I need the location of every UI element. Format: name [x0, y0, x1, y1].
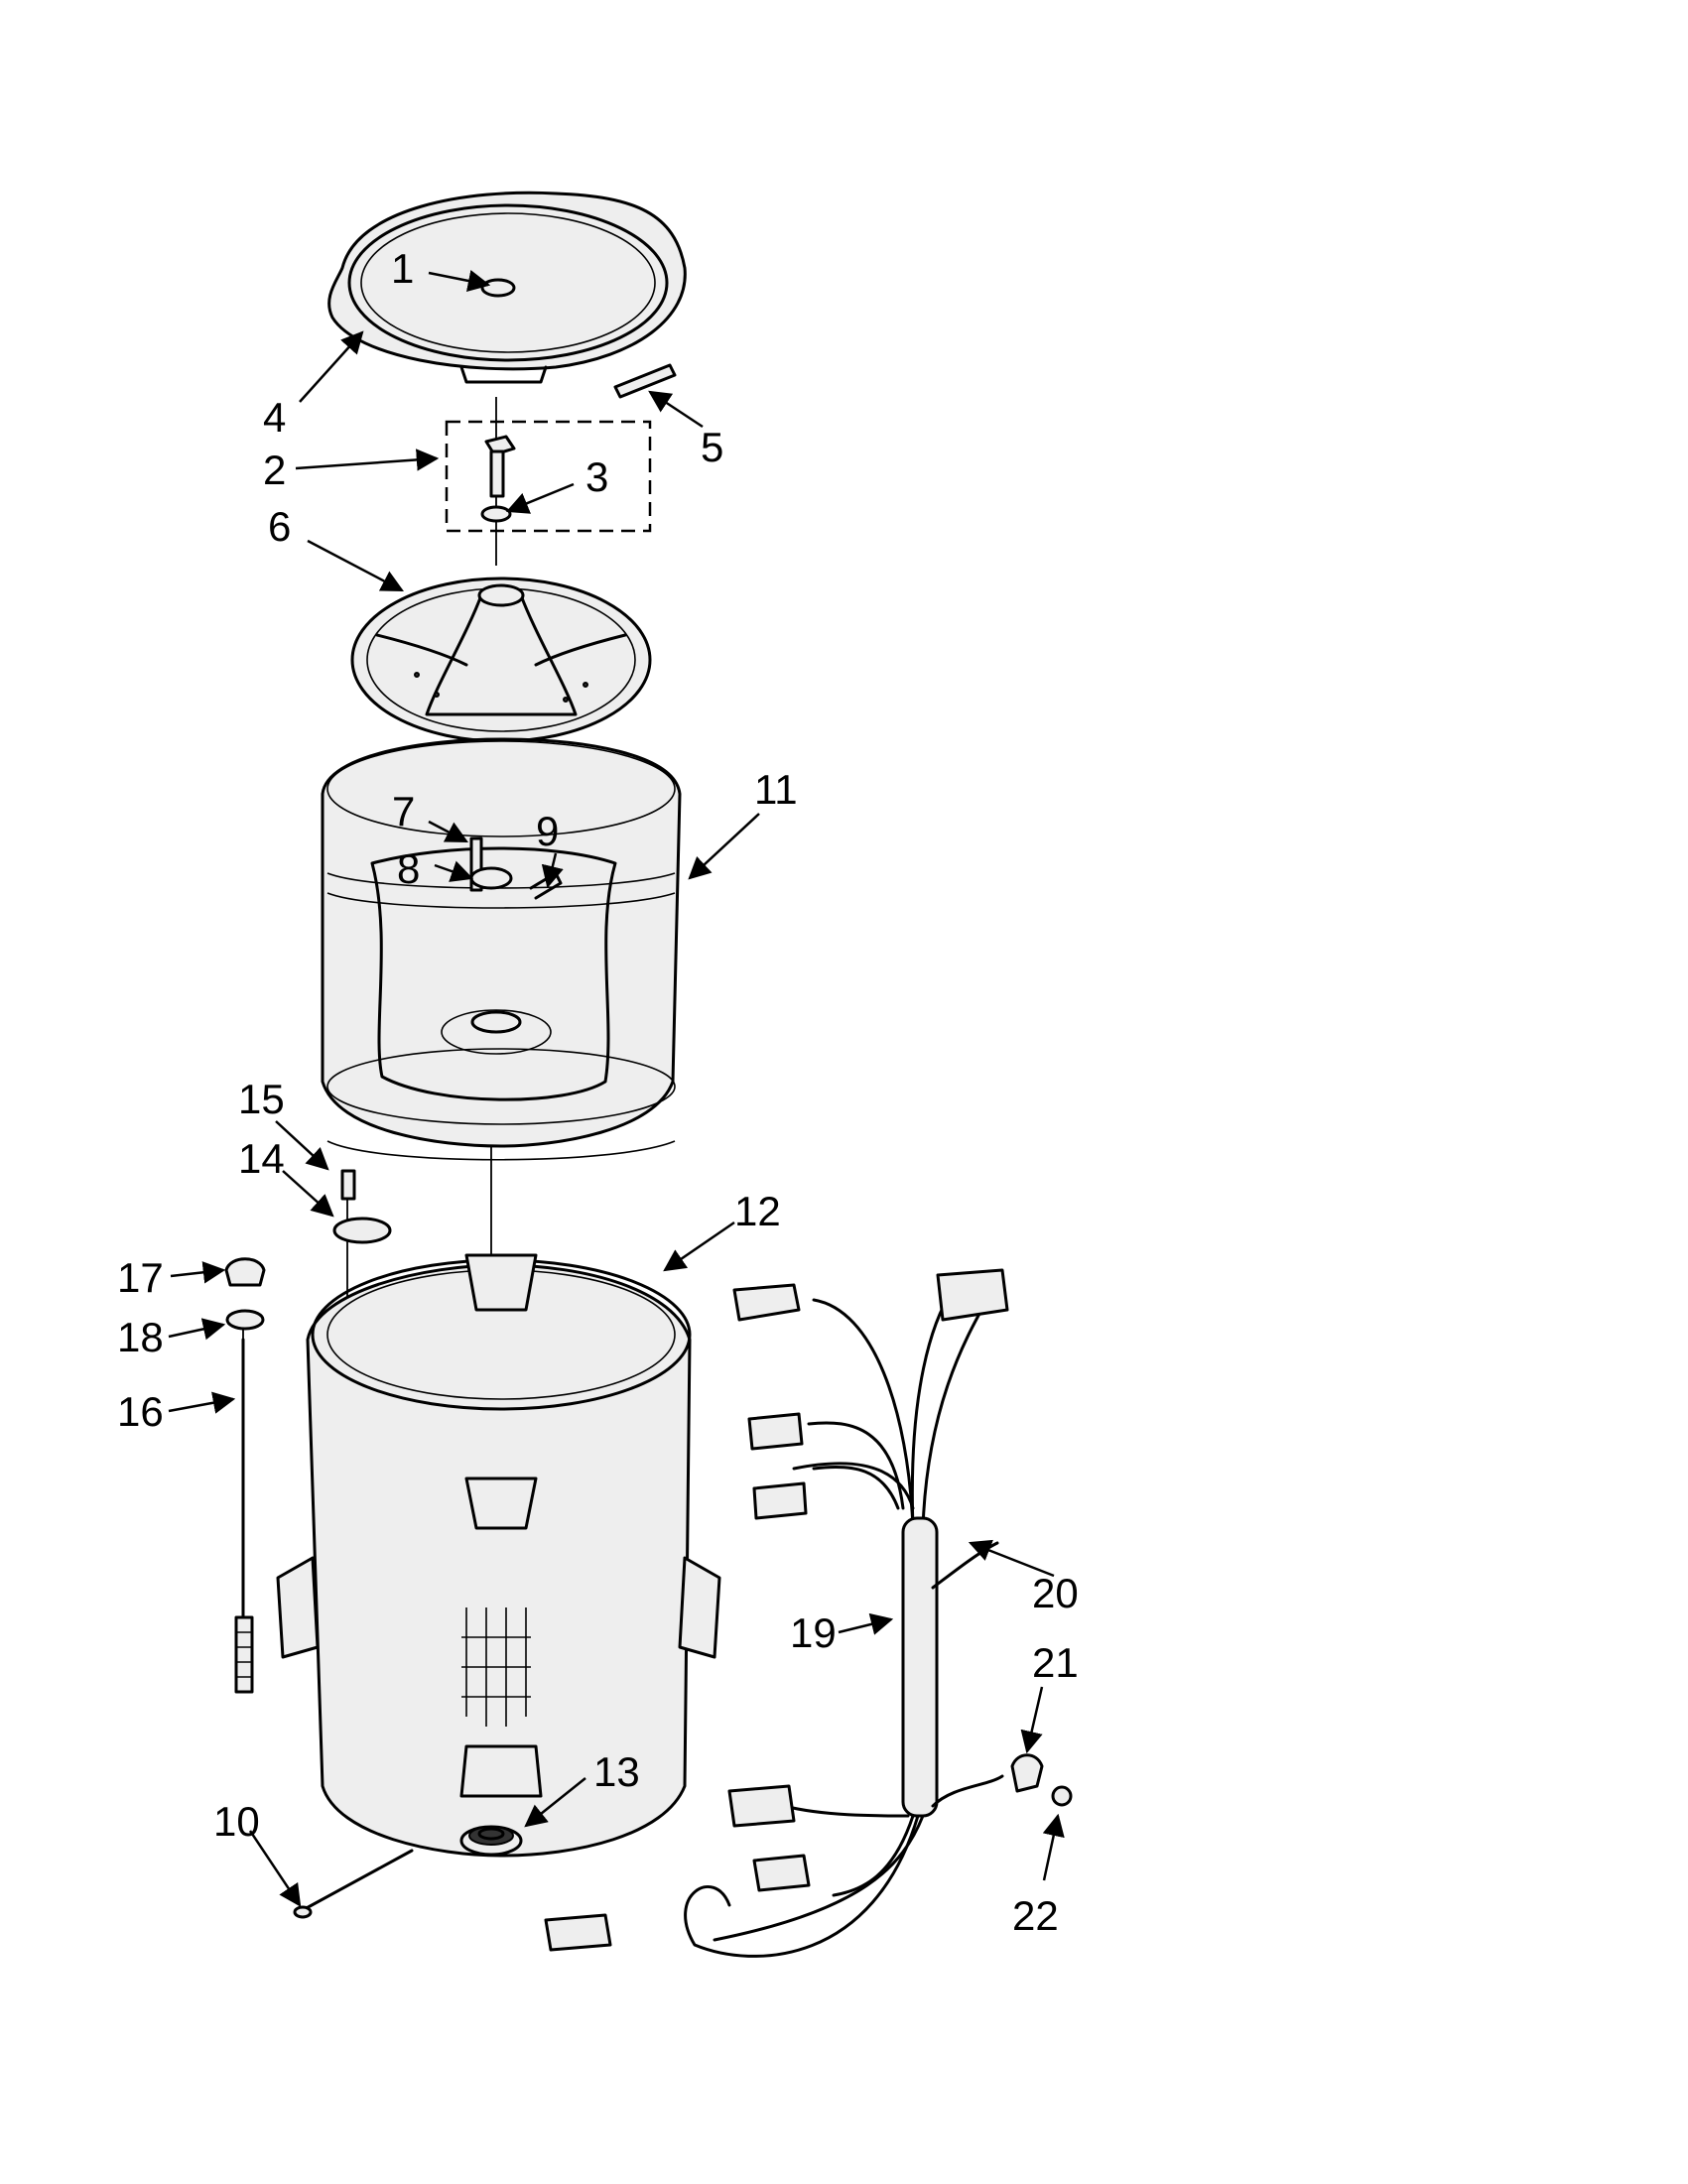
- callout-22: 22: [1012, 1892, 1059, 1939]
- callout-18: 18: [117, 1314, 164, 1360]
- callout-13: 13: [593, 1748, 640, 1795]
- callout-4: 4: [263, 394, 286, 441]
- outer-tub-part: [276, 1253, 721, 1858]
- tie-strap-part: [293, 1849, 414, 1919]
- clamp-part: [1010, 1753, 1044, 1793]
- connector-low-1: [727, 1784, 796, 1828]
- hub-part: [469, 866, 513, 890]
- callout-15: 15: [238, 1076, 285, 1122]
- connector-mid-1: [747, 1412, 804, 1451]
- callout-17: 17: [117, 1254, 164, 1301]
- basket-inner-parts: [469, 836, 563, 900]
- callout-20: 20: [1032, 1570, 1079, 1616]
- callout-7: 7: [392, 788, 415, 835]
- callout-21: 21: [1032, 1639, 1079, 1686]
- callout-19: 19: [790, 1609, 837, 1656]
- pressure-hose-assembly: [224, 1257, 266, 1694]
- callout-16: 16: [117, 1388, 164, 1435]
- harness-screw-part: [1051, 1785, 1073, 1807]
- wire-harness-part: [544, 1268, 1073, 1958]
- connector-mid-2: [752, 1481, 808, 1520]
- callout-1: 1: [391, 245, 414, 292]
- callout-11: 11: [754, 766, 798, 813]
- seal-part: [459, 1825, 523, 1857]
- callout-3: 3: [585, 453, 608, 500]
- callout-2: 2: [263, 447, 286, 493]
- connector-top-left: [732, 1283, 801, 1322]
- bolt-kit-box: [445, 420, 652, 533]
- connector-top-right: [936, 1268, 1009, 1322]
- callout-12: 12: [734, 1188, 781, 1234]
- connector-bottom: [544, 1913, 612, 1952]
- callout-9: 9: [536, 808, 559, 854]
- basket-part: [321, 737, 682, 1161]
- impeller-part: [350, 577, 652, 743]
- callout-10: 10: [213, 1798, 260, 1845]
- strip-part: [613, 363, 677, 399]
- leader-lines: [168, 269, 1065, 1907]
- callout-5: 5: [701, 424, 723, 470]
- callout-14: 14: [238, 1135, 285, 1182]
- callout-8: 8: [397, 845, 420, 892]
- connector-low-2: [752, 1854, 811, 1892]
- bracket-part: [332, 1169, 392, 1244]
- callout-labels: 1 2 3 4 5 6 7 8 9 10 11 12 13 14 15 16 1…: [117, 245, 1079, 1939]
- callout-6: 6: [268, 503, 291, 550]
- tub-ring-part: [327, 191, 687, 384]
